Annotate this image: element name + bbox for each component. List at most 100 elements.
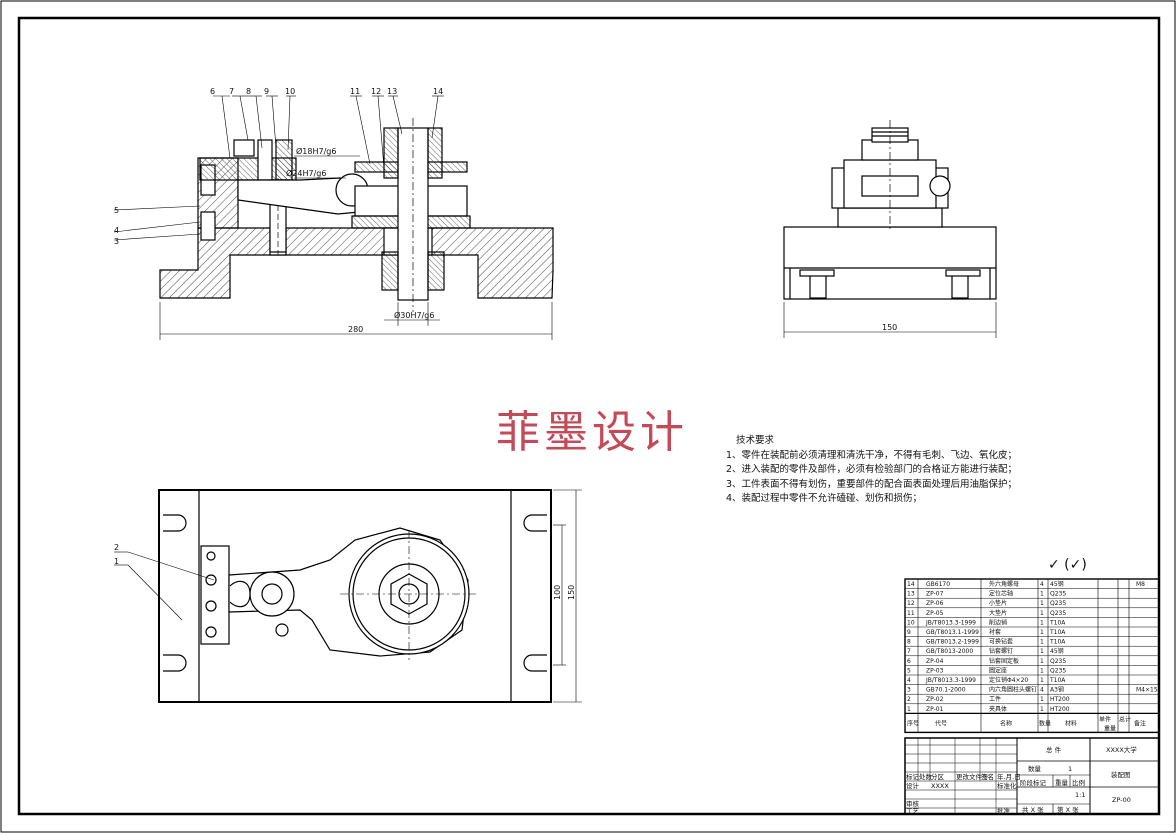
- bom-cell-no: 9: [907, 629, 911, 636]
- bom-cell-no: 10: [907, 619, 915, 626]
- callout-5: 5: [114, 206, 119, 215]
- bom-cell-code: GB70.1-2000: [926, 687, 966, 694]
- fit-30: Ø30H7/g6: [394, 310, 434, 320]
- approve-label: 批准: [997, 806, 1011, 815]
- bom-cell-mat: HT200: [1050, 706, 1070, 713]
- bom-cell-no: 13: [907, 591, 915, 598]
- bom-cell-qty: 4: [1040, 687, 1044, 694]
- watermark: 菲墨设计: [496, 407, 688, 458]
- sheet-number: 第 X 张: [1057, 805, 1079, 814]
- bom-cell-mat: Q235: [1050, 591, 1066, 598]
- bom-cell-qty: 1: [1040, 610, 1044, 617]
- top-view: [114, 489, 582, 703]
- bom-cell-name: 外六角螺母: [989, 580, 1019, 588]
- std-label: 标准化: [997, 781, 1017, 790]
- roughness-symbol: ✓ (✓): [1048, 557, 1087, 573]
- bom-cell-mat: Q235: [1050, 667, 1066, 674]
- bom-cell-no: 3: [907, 687, 911, 694]
- sheet-total: 共 X 张: [1022, 805, 1044, 814]
- drawing-name: 装配图: [1111, 770, 1131, 779]
- bom-cell-no: 4: [907, 677, 911, 684]
- rev-label-3: 更改文件号: [956, 772, 989, 781]
- dim-100: 100: [553, 585, 562, 600]
- bom-cell-name: 钻套固定板: [989, 657, 1019, 665]
- tech-req-item: 3、工件表面不得有划伤，重要部件的配合面表面处理后用油脂保护；: [726, 478, 1018, 490]
- bom-cell-name: 削边销: [989, 618, 1007, 626]
- bom-header-w1: 单件: [1099, 715, 1111, 723]
- bom-cell-mat: Q235: [1050, 658, 1066, 665]
- rev-label-4: 签名: [981, 772, 994, 781]
- bom-cell-no: 11: [907, 610, 915, 617]
- bom-cell-name: 钻套螺钉: [989, 647, 1013, 655]
- assembly-label: 总 件: [1046, 745, 1062, 754]
- dim-150: 150: [882, 323, 897, 332]
- bom-cell-no: 14: [907, 581, 915, 588]
- callout-7: 7: [229, 87, 234, 96]
- bom-cell-name: 夹具体: [989, 705, 1007, 713]
- bom-cell-no: 2: [907, 696, 911, 703]
- bom-cell-qty: 1: [1040, 639, 1044, 646]
- callout-2: 2: [114, 543, 119, 552]
- callout-1: 1: [114, 557, 119, 566]
- bom-header-mat: 材料: [1065, 719, 1077, 727]
- bom-header-note: 备注: [1134, 719, 1146, 727]
- bom-cell-mat: Q235: [1050, 610, 1066, 617]
- rev-label-2: 分区: [931, 772, 945, 781]
- tech-req-item: 4、装配过程中零件不允许磕碰、划伤和损伤；: [726, 493, 923, 504]
- bom-cell-name: 定位销Φ4×20: [989, 676, 1028, 684]
- callout-12: 12: [371, 87, 381, 96]
- bom-cell-qty: 1: [1040, 658, 1044, 665]
- qty-label: 数量: [1028, 764, 1042, 773]
- bom-cell-mat: Q235: [1050, 600, 1066, 607]
- school-name: XXXX大学: [1106, 745, 1137, 754]
- bom-cell-qty: 1: [1040, 591, 1044, 598]
- check-label: 审核: [906, 799, 920, 808]
- bom-cell-qty: 1: [1040, 600, 1044, 607]
- bom-cell-code: GB/T8013.2-1999: [926, 639, 979, 646]
- bom-cell-mat: T10A: [1049, 639, 1066, 646]
- bom-cell-qty: 1: [1040, 667, 1044, 674]
- callout-4: 4: [114, 226, 119, 235]
- bom-cell-code: GB/T8013.1-1999: [926, 629, 979, 636]
- callout-14: 14: [433, 87, 443, 96]
- callout-11: 11: [350, 87, 360, 96]
- bom-cell-name: 衬套: [989, 628, 1001, 636]
- design-label: 设计: [906, 781, 920, 790]
- bom-cell-code: ZP-05: [926, 610, 944, 617]
- bom-cell-no: 5: [907, 667, 911, 674]
- bom-cell-qty: 1: [1040, 677, 1044, 684]
- bom-cell-no: 8: [907, 639, 911, 646]
- side-view: [783, 120, 997, 338]
- bom-cell-code: JB/T8013.3-1999: [925, 677, 976, 684]
- bom-cell-code: GB6170: [926, 581, 950, 588]
- tech-req-item: 2、进入装配的零件及部件，必须有检验部门的合格证方能进行装配；: [726, 464, 1018, 475]
- scale-label: 比例: [1072, 778, 1085, 787]
- callout-6: 6: [210, 87, 215, 96]
- bom-cell-mat: HT200: [1050, 696, 1070, 703]
- fit-18: Ø18H7/g6: [296, 146, 336, 156]
- bom-cell-code: ZP-04: [926, 658, 944, 665]
- title-block-text: 总 件 XXXX大学 装配图 ZP-00 数量 1 阶段标记 重量 比例 1:1…: [906, 745, 1137, 815]
- tech-req-item: 1、零件在装配前必须清理和清洗干净，不得有毛刺、飞边、氧化皮；: [726, 449, 1018, 461]
- front-view-callouts: 6 7 8 9 10 11 12 13 14 5 4 3 Ø18H7/g6 Ø2…: [114, 87, 443, 334]
- bom-cell-name: 大垫片: [989, 609, 1007, 617]
- bom-cell-no: 1: [907, 706, 911, 713]
- bom-header-no: 序号: [907, 719, 919, 727]
- bom-cell-qty: 4: [1040, 581, 1044, 588]
- bom-header-weight: 重量: [1104, 724, 1116, 732]
- bom-cell-qty: 1: [1040, 629, 1044, 636]
- bom-cell-qty: 1: [1040, 696, 1044, 703]
- bom-cell-no: 7: [907, 648, 911, 655]
- scale-value: 1:1: [1075, 791, 1085, 799]
- bom-cell-name: 定位芯轴: [989, 590, 1013, 598]
- bom-cell-note: M4×15: [1136, 687, 1158, 694]
- callout-10: 10: [285, 87, 295, 96]
- fit-24: Ø24H7/g6: [286, 168, 326, 178]
- callout-13: 13: [387, 87, 397, 96]
- bom-cell-qty: 1: [1040, 706, 1044, 713]
- tech-req-title: 技术要求: [736, 435, 775, 446]
- bom-header-qty: 数量: [1039, 719, 1051, 727]
